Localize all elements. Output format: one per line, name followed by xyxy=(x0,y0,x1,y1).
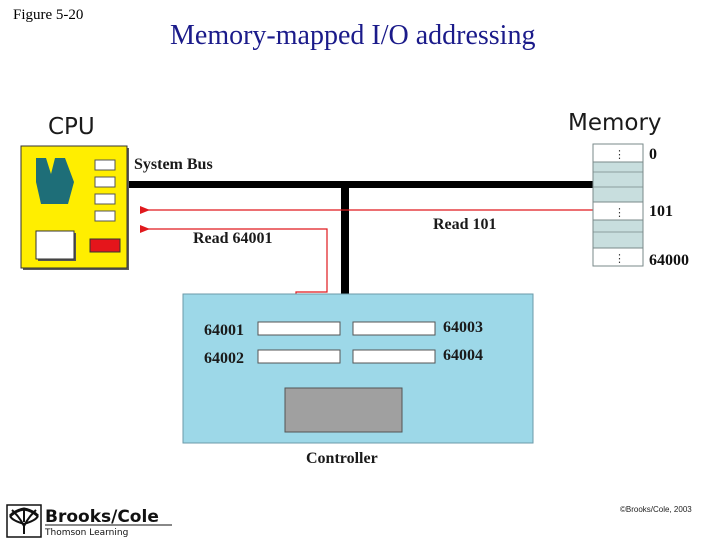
controller-block xyxy=(182,293,534,444)
cpu-chip-icon xyxy=(36,158,74,204)
controller-device xyxy=(284,387,403,433)
cpu-register-indicator xyxy=(94,210,116,222)
cpu-register-indicator xyxy=(94,176,116,188)
memory-cell xyxy=(592,201,644,221)
register-label-64002: 64002 xyxy=(204,350,244,367)
svg-text:Brooks/Cole: Brooks/Cole xyxy=(45,507,159,527)
slide-title: Memory-mapped I/O addressing xyxy=(170,20,536,51)
system-bus-label: System Bus xyxy=(134,156,213,173)
controller-register-64001 xyxy=(257,321,341,336)
register-label-64003: 64003 xyxy=(443,319,483,336)
cpu-red-button xyxy=(89,238,121,253)
register-label-64004: 64004 xyxy=(443,347,483,364)
cpu-register-indicator xyxy=(94,193,116,205)
figure-label: Figure 5-20 xyxy=(13,7,84,23)
cpu-register-indicator xyxy=(94,159,116,171)
system-bus xyxy=(129,181,597,294)
memory-address-101: 101 xyxy=(649,203,673,220)
memory-address-0: 0 xyxy=(649,146,657,163)
memory-cell-dots: ⋮ xyxy=(614,252,625,265)
controller-label: Controller xyxy=(306,450,378,467)
read-101-label: Read 101 xyxy=(433,216,497,233)
memory-cell xyxy=(592,143,644,163)
controller-register-64004 xyxy=(352,349,436,364)
memory-cell-dots: ⋮ xyxy=(614,206,625,219)
memory-cell xyxy=(592,247,644,267)
publisher-logo: Brooks/Cole Thomson Learning xyxy=(6,504,172,538)
read-64001-label: Read 64001 xyxy=(193,230,273,247)
memory-address-64000: 64000 xyxy=(649,252,689,269)
copyright-notice: ©Brooks/Cole, 2003 xyxy=(620,505,692,514)
controller-register-64003 xyxy=(352,321,436,336)
controller-register-64002 xyxy=(257,349,341,364)
cpu-block xyxy=(20,145,129,270)
memory-label: Memory xyxy=(568,110,662,136)
cpu-display-panel xyxy=(35,230,75,260)
register-label-64001: 64001 xyxy=(204,322,244,339)
cpu-label: CPU xyxy=(48,114,95,140)
tree-icon xyxy=(9,509,39,534)
memory-stack: ⋮ ⋮ ⋮ xyxy=(592,143,644,267)
svg-text:Thomson Learning: Thomson Learning xyxy=(44,528,128,538)
memory-cell-dots: ⋮ xyxy=(614,148,625,161)
